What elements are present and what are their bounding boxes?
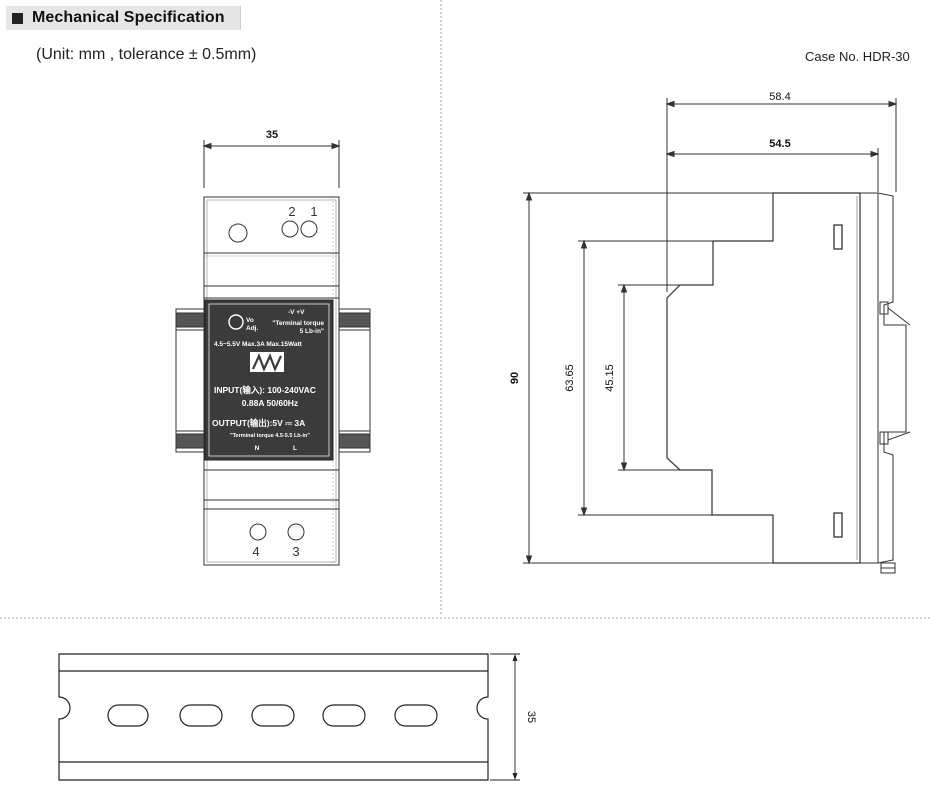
- label-torque-bottom: "Terminal torque 4.5-5.5 Lb-in": [230, 433, 310, 439]
- dimension-54-5: 54.5: [769, 138, 790, 150]
- label-l: L: [293, 445, 297, 452]
- terminal-label-4: 4: [252, 544, 259, 559]
- label-adj-line1: Vo: [246, 317, 254, 324]
- terminal-label-1: 1: [310, 204, 317, 219]
- label-torque-top-2: 5 Lb-in": [300, 328, 324, 335]
- front-width-dimension: 35: [266, 129, 278, 141]
- front-view: [175, 140, 371, 566]
- product-label: Vo Adj. -V +V "Terminal torque 5 Lb-in" …: [212, 309, 324, 452]
- dimension-63-65: 63.65: [564, 364, 576, 392]
- label-n: N: [255, 445, 260, 452]
- section-title: Mechanical Specification: [32, 9, 225, 26]
- din-rail-view: [58, 653, 520, 781]
- case-number: Case No. HDR-30: [805, 49, 910, 64]
- dimension-58-4: 58.4: [769, 91, 790, 103]
- label-input-1: INPUT(输入): 100-240VAC: [214, 385, 316, 395]
- rail-dimension-35: 35: [525, 711, 537, 723]
- dimension-90: 90: [509, 372, 521, 384]
- label-ratings: 4.5~5.5V Max.3A Max.15Watt: [214, 341, 303, 348]
- section-title-bar: Mechanical Specification: [6, 6, 241, 30]
- label-polarity: -V +V: [288, 309, 305, 316]
- label-output: OUTPUT(输出):5V ⎓ 3A: [212, 418, 305, 428]
- terminal-label-3: 3: [292, 544, 299, 559]
- label-adj-line2: Adj.: [246, 325, 258, 332]
- label-torque-top-1: "Terminal torque: [272, 320, 324, 327]
- unit-note: (Unit: mm , tolerance ± 0.5mm): [36, 46, 257, 63]
- dimension-45-15: 45.15: [604, 364, 616, 392]
- bullet-square-icon: [12, 13, 23, 24]
- terminal-label-2: 2: [288, 204, 295, 219]
- side-view: [523, 98, 911, 574]
- label-input-2: 0.88A 50/60Hz: [242, 398, 298, 408]
